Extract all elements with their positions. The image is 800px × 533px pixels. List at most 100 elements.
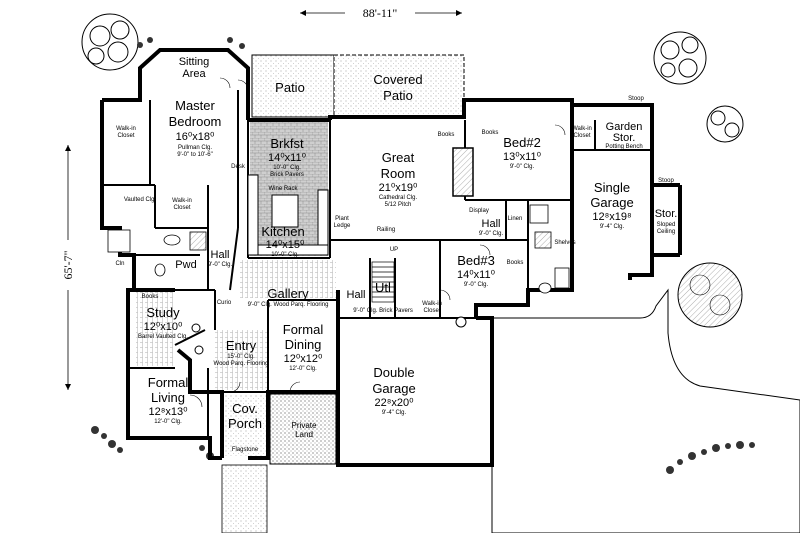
walkin-left-label-1: Walk-in [116,126,136,132]
single-garage-dims: 12⁸x19⁸ [592,211,631,223]
railing-label: Railing [377,227,395,233]
great-room-dims: 21⁰x19⁰ [379,182,418,194]
patio-area [251,54,335,118]
interior-walls [102,90,652,438]
study-parquet [136,292,174,366]
stoop-label-2: Stoop [658,178,674,184]
entry-note-2: Wood Parq. Flooring [214,361,269,367]
walkin-bed2-label-2: Closet [573,133,590,139]
entry-label: Entry [226,338,257,353]
stor-note-2: Ceiling [657,229,675,235]
formal-living-note: 12'-0" Clg. [154,419,182,425]
bed2-dims: 13⁰x11⁰ [503,151,542,163]
brkfst-label: Brkfst [270,136,304,151]
shrub-icon [677,262,743,328]
bed3-label: Bed#3 [457,253,495,268]
patio-label: Patio [275,80,305,95]
cov-porch-note: Flagstone [232,447,259,453]
garage-doors [345,195,653,466]
bed3-dims: 14⁰x11⁰ [457,269,496,281]
formal-living-dims: 12⁸x13⁰ [148,406,188,418]
brkfst-kitchen-pavers [250,122,328,256]
fireplace-icon [452,147,474,197]
gallery-note: 9'-0" Clg. Wood Parq. Flooring [248,302,329,308]
cov-porch-label-1: Cov. [232,401,258,416]
hall-left-note: 9'-0" Clg. [208,262,233,268]
overall-width: 88'-11" [363,6,398,20]
cov-porch-floor [224,394,266,456]
garden-stor-label-2: Stor. [613,132,636,144]
vaulted-clg-label: Vaulted Clg. [124,197,157,203]
gallery-label: Gallery [267,286,309,301]
double-garage-label-2: Garage [372,381,415,396]
master-bedroom-note-2: 9'-0" to 10'-6" [177,152,213,158]
depth-dimension: 65'-7" [61,145,75,390]
walkin-right-label-1: Walk-in [422,301,442,307]
sitting-area-label-2: Area [182,68,206,80]
room-labels: Sitting Area Master Bedroom 16⁰x18⁰ Pull… [115,56,677,453]
stoop-label-1: Stoop [628,96,644,102]
door-swings [189,77,566,408]
covered-patio-label-2: Patio [383,88,413,103]
kitchen-cabinets [247,174,329,256]
walkin-left-label-2: Closet [117,133,134,139]
books-label-1: Books [482,130,499,136]
brkfst-note-1: 10'-0" Clg. [273,165,301,171]
cln-label: Cln [115,261,124,267]
tree-icon [81,13,744,143]
utl-label: Utl [375,280,391,295]
great-room-label-2: Room [381,166,416,181]
columns [191,316,467,355]
study-dims: 12⁰x10⁰ [144,321,183,333]
covered-patio-label-1: Covered [373,72,422,87]
cov-porch-label-2: Porch [228,416,262,431]
walkin-mid-label-2: Closet [173,205,190,211]
entry-note-1: 15'-0" Clg. [227,354,255,360]
walkin-bed2-label-1: Walk-in [572,126,592,132]
overall-depth: 65'-7" [61,250,75,279]
pwd-label: Pwd [175,259,196,271]
single-garage-label-2: Garage [590,195,633,210]
study-label: Study [146,305,180,320]
stairs-icon [371,261,395,303]
plant-ledge-label-2: Ledge [334,223,351,229]
shelves-label: Shelves [554,240,575,246]
wine-rack-label: Wine Rack [268,186,298,192]
kitchen-note: 10'-0" Clg. [271,252,299,258]
books-label-3: Books [142,294,159,300]
formal-dining-label-2: Dining [285,337,322,352]
formal-living-label-2: Living [151,390,185,405]
walkway [221,464,268,533]
kitchen-label: Kitchen [261,224,304,239]
formal-dining-dims: 12⁰x12⁰ [284,353,323,365]
master-bedroom-dims: 16⁰x18⁰ [176,131,215,143]
master-bedroom-label-2: Bedroom [169,114,222,129]
potting-bench-label: Potting Bench [605,144,642,150]
covered-patio-area [333,54,465,118]
hall-left-label: Hall [211,249,230,261]
private-land-label-2: Land [295,430,313,439]
exterior-walls [100,48,682,467]
formal-dining-label-1: Formal [283,322,324,337]
driveway [491,288,800,533]
hall-mid-label: Hall [347,289,366,301]
gallery-parquet [240,260,336,298]
books-label-4: Books [507,260,524,266]
master-bedroom-label-1: Master [175,98,215,113]
sitting-area-label-1: Sitting [179,56,210,68]
formal-dining-note: 12'-0" Clg. [289,366,317,372]
up-label: UP [390,247,398,253]
single-garage-label-1: Single [594,180,630,195]
brkfst-dims: 14⁰x11⁰ [268,152,307,164]
hall-right-note: 9'-0" Clg. [479,231,504,237]
bed3-note: 9'-0" Clg. [464,282,489,288]
study-note: Barrel Vaulted Clg. [138,334,188,340]
private-land-area [269,393,337,465]
stor-note-1: Sloped [657,222,676,228]
double-garage-note: 9'-4" Clg. [382,410,407,416]
stor-label: Stor. [655,208,678,220]
desk-label: Desk [231,164,246,170]
plant-ledge-label-1: Plant [335,216,349,222]
single-garage-note: 9'-4" Clg. [600,224,625,230]
